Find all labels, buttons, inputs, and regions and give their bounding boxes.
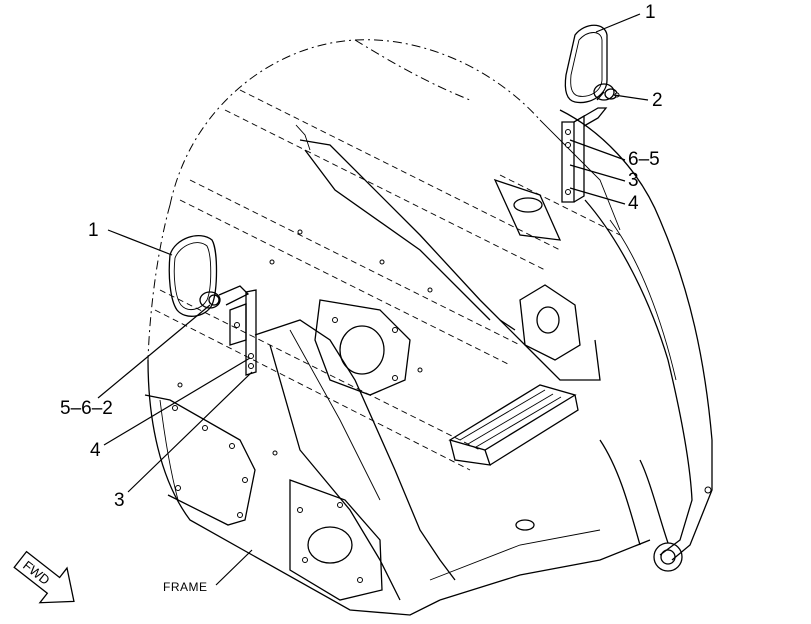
callout-left-bolt: 3 <box>114 490 125 511</box>
callout-left-mirror: 1 <box>88 220 99 241</box>
right-mirror-assembly <box>561 24 620 203</box>
leader-left-mount <box>97 304 211 399</box>
fwd-arrow-icon: FWD <box>13 550 75 604</box>
callout-labels: 1 2 6–5 3 4 1 5–6–2 4 3 FRAME <box>60 2 663 594</box>
callout-right-mirror: 1 <box>645 2 656 23</box>
leader-left-mirror <box>107 229 173 256</box>
left-mirror-glass <box>168 235 218 317</box>
left-mirror-mount <box>199 285 250 309</box>
leader-right-nut <box>569 187 626 205</box>
callout-right-nut: 4 <box>628 193 639 214</box>
callout-right-mount: 2 <box>652 90 663 111</box>
frame-body <box>144 109 713 616</box>
leader-lines <box>97 13 649 586</box>
fwd-label: FWD <box>20 558 53 588</box>
leader-left-bolt <box>127 371 253 493</box>
callout-right-bracket: 6–5 <box>628 149 660 170</box>
callout-left-nut: 4 <box>90 440 101 461</box>
right-mirror-bracket <box>561 91 608 203</box>
frame-label: FRAME <box>163 580 208 594</box>
callout-left-mount: 5–6–2 <box>60 398 113 419</box>
cab-phantom-outline <box>147 39 621 471</box>
right-mirror-glass <box>564 24 608 104</box>
leader-frame <box>215 549 253 586</box>
callout-right-bolt: 3 <box>628 170 639 191</box>
left-mirror-assembly <box>168 235 257 376</box>
leader-right-mount <box>613 94 649 101</box>
leader-right-mirror <box>595 13 641 33</box>
leader-right-bolt <box>569 164 626 182</box>
leader-left-nut <box>103 357 251 446</box>
left-mirror-bracket <box>229 289 257 376</box>
leader-right-bracket <box>569 139 626 161</box>
